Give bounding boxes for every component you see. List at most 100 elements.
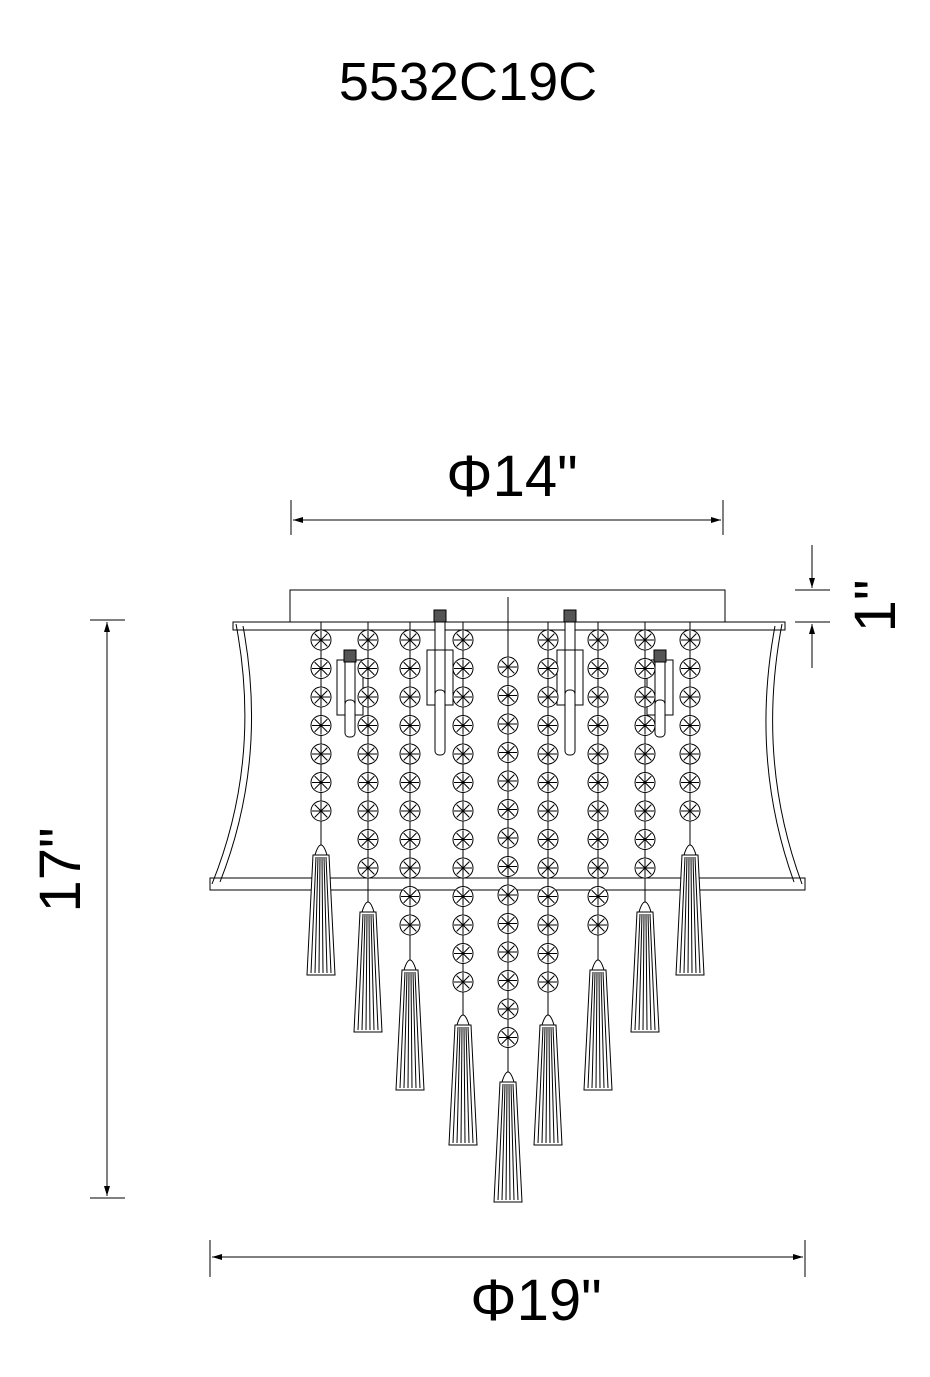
crystal-bead bbox=[497, 713, 519, 735]
crystal-bead bbox=[357, 743, 379, 765]
crystal-strands bbox=[306, 622, 705, 1203]
crystal-bead bbox=[587, 658, 609, 679]
crystal-bead bbox=[537, 800, 559, 822]
crystal-bead bbox=[310, 743, 332, 765]
crystal-strand bbox=[493, 622, 523, 1203]
crystal-tassel bbox=[583, 959, 613, 1091]
crystal-bead bbox=[452, 686, 474, 708]
crystal-bead bbox=[357, 629, 379, 651]
crystal-bead bbox=[497, 1027, 519, 1048]
crystal-bead bbox=[357, 686, 379, 708]
crystal-bead bbox=[452, 715, 474, 736]
crystal-bead bbox=[452, 943, 474, 964]
bulb-socket bbox=[556, 609, 584, 756]
crystal-tassel bbox=[306, 844, 336, 976]
crystal-bead bbox=[634, 857, 656, 879]
crystal-bead bbox=[452, 743, 474, 765]
crystal-strand bbox=[306, 622, 336, 976]
overall-height-label: 17" bbox=[28, 827, 93, 912]
crystal-bead bbox=[399, 800, 421, 822]
crystal-bead bbox=[497, 856, 519, 877]
crystal-bead bbox=[537, 943, 559, 964]
crystal-bead bbox=[587, 743, 609, 765]
crystal-bead bbox=[587, 800, 609, 822]
crystal-bead bbox=[537, 971, 559, 993]
crystal-bead bbox=[310, 800, 332, 822]
crystal-bead bbox=[679, 772, 701, 793]
crystal-bead bbox=[497, 656, 519, 678]
model-number: 5532C19C bbox=[339, 52, 597, 112]
crystal-bead bbox=[497, 742, 519, 763]
crystal-bead bbox=[634, 800, 656, 822]
crystal-bead bbox=[679, 715, 701, 736]
crystal-tassel bbox=[533, 1014, 563, 1146]
crystal-bead bbox=[537, 686, 559, 708]
crystal-bead bbox=[452, 629, 474, 651]
crystal-tassel bbox=[630, 901, 660, 1033]
crystal-bead bbox=[497, 770, 519, 792]
crystal-bead bbox=[399, 629, 421, 651]
crystal-bead bbox=[399, 715, 421, 736]
crystal-bead bbox=[537, 658, 559, 679]
crystal-bead bbox=[357, 857, 379, 879]
crystal-bead bbox=[399, 772, 421, 793]
dimension-top-diameter: Φ14" bbox=[290, 444, 724, 535]
drum-shade bbox=[209, 621, 806, 891]
crystal-bead bbox=[310, 686, 332, 708]
crystal-bead bbox=[587, 715, 609, 736]
crystal-bead bbox=[587, 629, 609, 651]
crystal-bead bbox=[634, 629, 656, 651]
crystal-bead bbox=[634, 829, 656, 850]
bulb-socket bbox=[426, 609, 454, 756]
crystal-bead bbox=[679, 629, 701, 651]
crystal-bead bbox=[497, 799, 519, 820]
crystal-bead bbox=[399, 829, 421, 850]
crystal-bead bbox=[679, 743, 701, 765]
crystal-tassel bbox=[448, 1014, 478, 1146]
crystal-bead bbox=[497, 970, 519, 991]
crystal-strand bbox=[630, 622, 660, 1033]
crystal-strand bbox=[583, 622, 613, 1091]
crystal-strand bbox=[448, 622, 478, 1146]
crystal-bead bbox=[399, 686, 421, 708]
crystal-bead bbox=[452, 914, 474, 936]
bottom-diameter-label: Φ19" bbox=[470, 1268, 601, 1333]
crystal-bead bbox=[537, 715, 559, 736]
crystal-bead bbox=[587, 829, 609, 850]
crystal-bead bbox=[537, 743, 559, 765]
crystal-bead bbox=[452, 829, 474, 850]
crystal-bead bbox=[537, 857, 559, 879]
crystal-bead bbox=[679, 658, 701, 679]
crystal-bead bbox=[310, 715, 332, 736]
crystal-bead bbox=[497, 998, 519, 1020]
crystal-bead bbox=[357, 800, 379, 822]
top-diameter-label: Φ14" bbox=[446, 444, 577, 509]
crystal-bead bbox=[537, 772, 559, 793]
crystal-strand bbox=[533, 622, 563, 1146]
crystal-bead bbox=[310, 629, 332, 651]
crystal-bead bbox=[587, 914, 609, 936]
crystal-tassel bbox=[675, 844, 705, 976]
crystal-bead bbox=[399, 857, 421, 879]
crystal-bead bbox=[497, 685, 519, 706]
crystal-bead bbox=[497, 913, 519, 934]
dimension-canopy-height: 1" bbox=[795, 545, 908, 668]
crystal-bead bbox=[537, 829, 559, 850]
crystal-bead bbox=[537, 914, 559, 936]
crystal-strand bbox=[675, 622, 705, 976]
crystal-bead bbox=[452, 857, 474, 879]
crystal-bead bbox=[452, 772, 474, 793]
crystal-bead bbox=[587, 857, 609, 879]
crystal-bead bbox=[634, 686, 656, 708]
crystal-bead bbox=[452, 886, 474, 907]
crystal-bead bbox=[452, 658, 474, 679]
crystal-bead bbox=[357, 772, 379, 793]
crystal-bead bbox=[634, 772, 656, 793]
crystal-bead bbox=[497, 884, 519, 906]
crystal-bead bbox=[587, 686, 609, 708]
crystal-bead bbox=[452, 971, 474, 993]
crystal-bead bbox=[310, 772, 332, 793]
crystal-bead bbox=[679, 800, 701, 822]
crystal-bead bbox=[497, 827, 519, 849]
